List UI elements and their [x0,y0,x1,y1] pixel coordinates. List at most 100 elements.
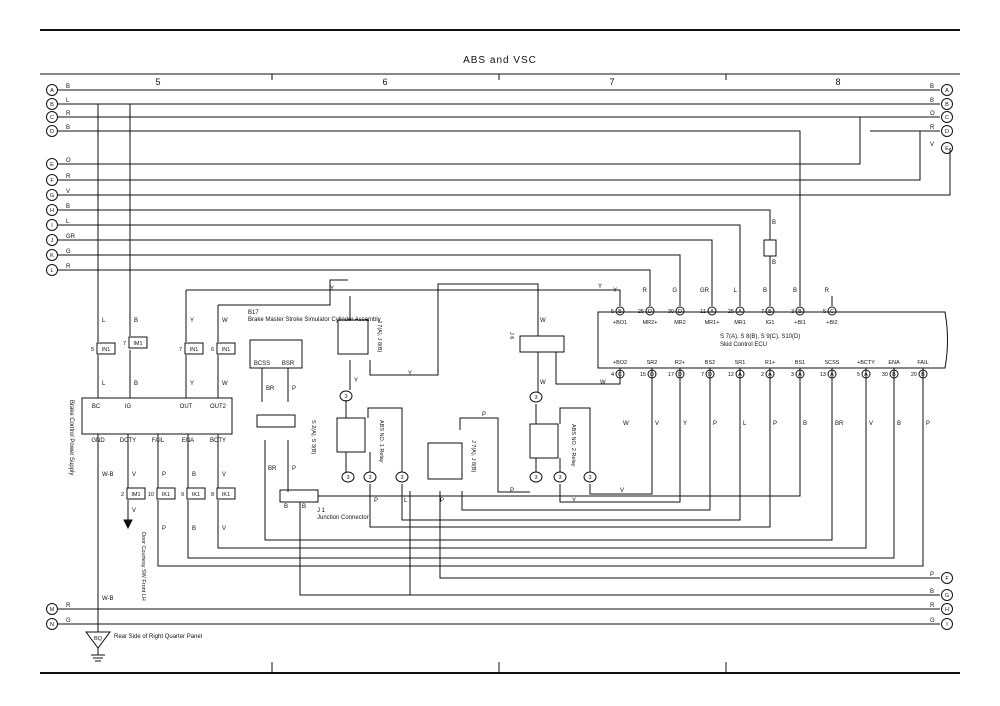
connector-tag-box [184,342,204,355]
wire-w-top [218,279,348,306]
left-wire-label: R [66,603,71,609]
ground-name: Rear Side of Right Quarter Panel [114,634,202,640]
connector-tag: IK1 [222,492,230,498]
ecu-top-pin-conn [735,306,745,316]
connector-tag-box [186,487,206,500]
right-connector-letter: G [945,593,949,599]
wire-y-top [186,289,621,305]
right-connector-letter: A [945,88,949,94]
ecu-top-pin-conn [827,306,837,316]
ecu-bottom-pin-name: ENA [888,360,900,366]
left-wire-label: GR [66,234,76,240]
terminal-number: 3 [344,394,347,400]
ecu-top-pin-conn-letter: B [618,309,622,315]
ecu-top-wire-label: Y [613,288,617,294]
ecu-top-pin-number: 7 [761,309,764,315]
ecu-bottom-wire-label: P [773,421,777,427]
ecu-top-pin-number: 3 [791,309,794,315]
wire-color-label: B [134,318,138,324]
ecu-top-wire-label: B [793,288,797,294]
ecu-bottom-pin-number: 2 [761,372,764,378]
left-wire-label: R [66,111,71,117]
wire-color-label: B [772,260,776,266]
right-wire-label: G [930,618,935,624]
wire-relay1-p [369,368,771,528]
connector-tag-box [96,342,116,355]
ecu-bottom-pin-number: 13 [820,372,826,378]
simulator-name: Brake Master Stroke Simulator Cylinder A… [248,317,381,323]
short-connector-label: S 2(A), S 3(B) [310,420,316,454]
wire-color-label: V [222,526,226,532]
right-connector-a [941,84,953,96]
right-connector-f [941,572,953,584]
j7-top-label: J 7(A), J 8(B) [376,320,382,353]
left-connector-letter: E [50,162,54,168]
left-connector-letter: L [50,268,53,274]
right-connector-letter: C [945,115,949,121]
ecu-top-pin-number: 5 [823,309,826,315]
ecu-bottom-pins: C4+BO2WD15SR2VD17R2+YD7BS2PA12SR1LA2R1+P… [611,360,930,427]
ecu-bottom-wire-label: B [897,421,901,427]
terminal-number: 3 [346,475,349,481]
pin-bcss: BCSS [254,361,270,367]
wire-j1-b [299,502,410,596]
wire-color-label: P [292,466,296,472]
right-connector-letter: E [945,146,949,152]
j7-top-junction-box [337,319,369,355]
ecu-top-pin-number: 25 [638,309,644,315]
ecu-top-pin-name: IG1 [766,320,775,326]
j7-bottom-junction-box [427,442,463,480]
pin-bsr: BSR [282,361,295,367]
terminal-number: 3 [368,475,371,481]
wire-br-scss [264,368,833,541]
ecu-name: Skid Control ECU [720,342,767,348]
left-connector-letter: H [50,208,54,214]
connector-tag-pin: 2 [121,492,124,498]
left-connector-letter: B [50,102,54,108]
left-wire-label: G [66,618,71,624]
abs-no2-relay-box [529,423,559,459]
j1-name: Junction Connector [317,515,369,521]
wire-color-label: W-B [102,472,114,478]
wire-color-label: B [284,504,288,510]
ecu-bottom-pin-name: R1+ [765,360,775,366]
wire-relay1-l [401,368,741,521]
connector-tag: IM1 [133,341,142,347]
right-connector-c [941,111,953,123]
terminal-number: 3 [400,475,403,481]
ecu-top-pin-number: 30 [668,309,674,315]
wire-color-label: P [510,488,514,494]
ecu-top-pin-conn [615,306,625,316]
ecu-top-pin-number: 25 [728,309,734,315]
left-wire-label: R [66,264,71,270]
wire-relay2-y [559,368,681,503]
terminal-oval [553,471,567,483]
ecu-bottom-pin-number: 15 [640,372,646,378]
right-connector-letter: F [945,576,949,582]
ecu-top-pin-name: +BI1 [794,320,805,326]
wire-bcty-lower [217,368,867,549]
terminal-oval [583,471,597,483]
ecu-bottom-pin-number: 17 [668,372,674,378]
left-connector-letter: M [50,607,55,613]
terminal-number: 3 [534,395,537,401]
diagram-title: ABS and VSC [463,55,537,66]
wire-color-label: W [540,318,546,324]
ecu-bottom-wire-label: B [803,421,807,427]
ecu-bottom-pin-number: 4 [611,372,614,378]
ecu-top-pin-conn-letter: D [678,309,682,315]
wire-color-label: P [162,526,166,532]
pin-bc: BC [92,404,101,410]
ecu-top-wire-label: G [672,288,677,294]
ecu-bottom-wire-label: V [869,421,873,427]
wire-color-label: L [102,318,106,324]
terminal-number: 3 [558,475,561,481]
ecu-id: S 7(A), S 8(B), S 9(C), S10(D) [720,334,800,340]
ecu-bottom-pin-name: SR2 [647,360,658,366]
ecu-top-pin-name: +BO1 [613,320,627,326]
right-wire-label: R [930,125,935,131]
wire-color-label: B [134,381,138,387]
wire-color-label: Y [354,378,358,384]
wire-color-label: Y [190,381,194,387]
wire-color-label: BR [266,386,275,392]
